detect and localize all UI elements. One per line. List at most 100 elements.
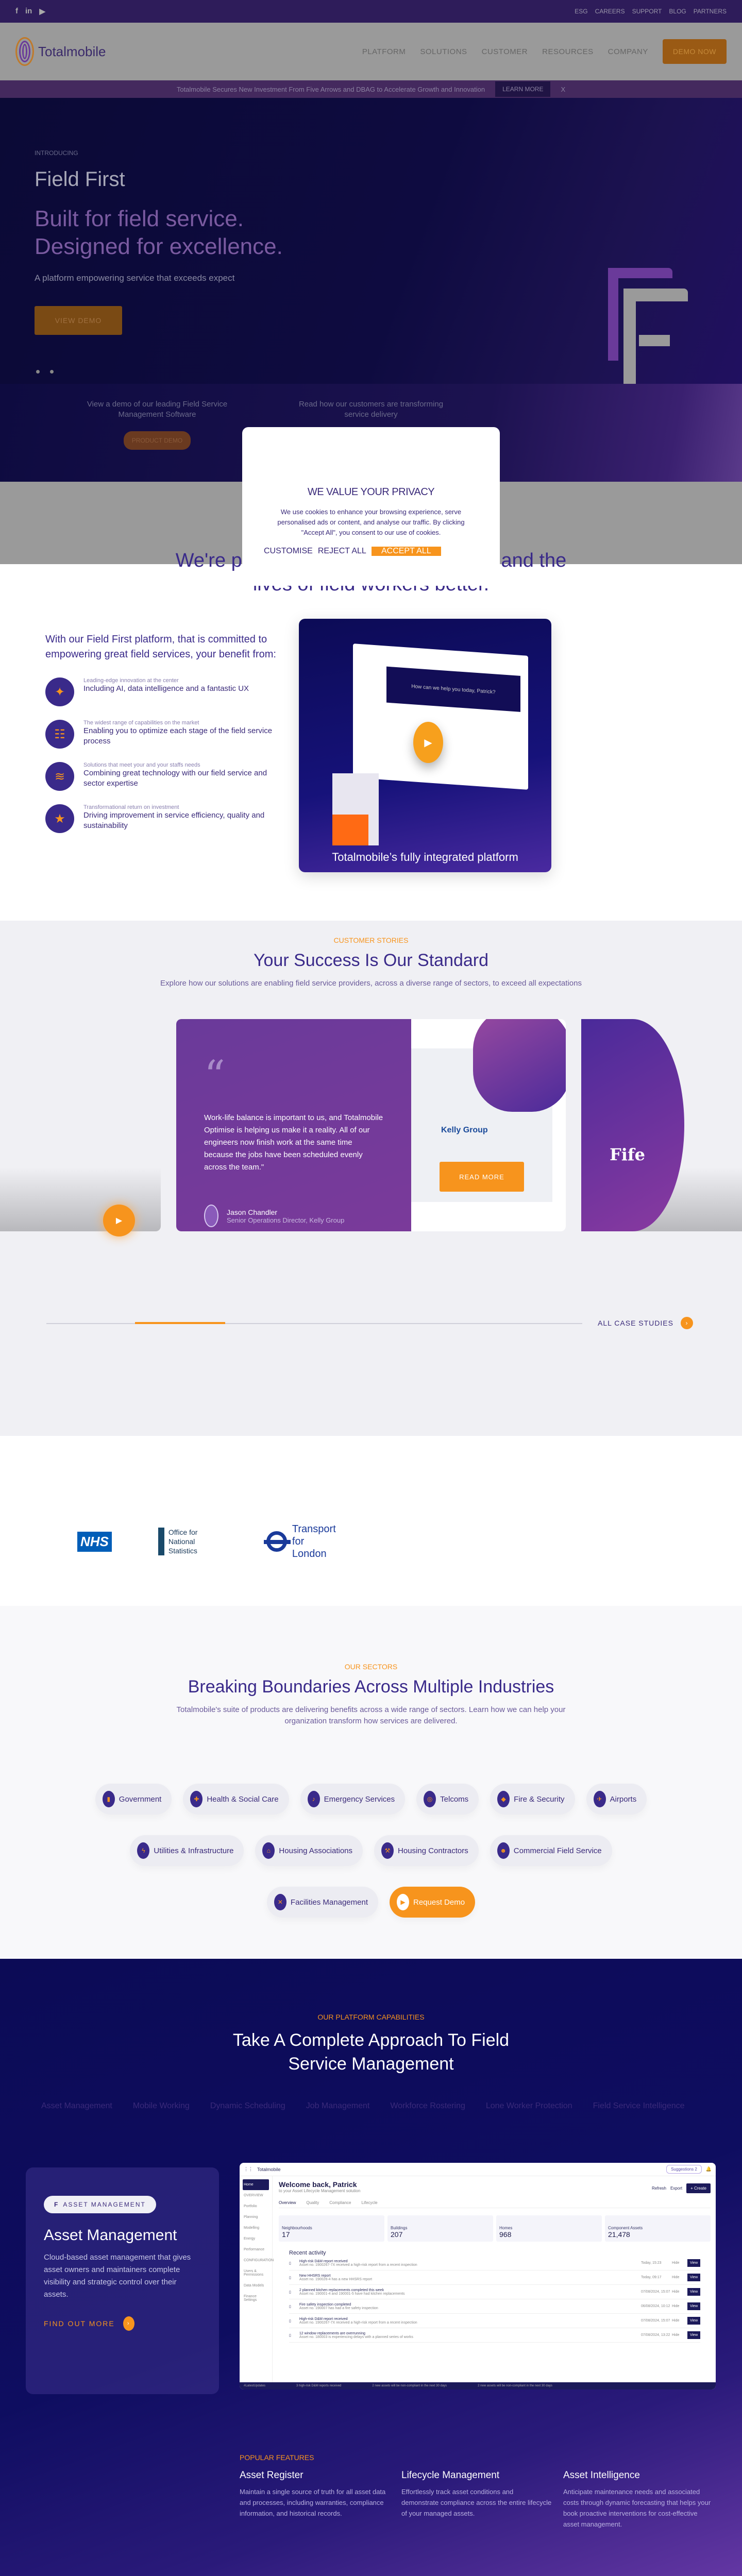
cookie-title: WE VALUE YOUR PRIVACY	[307, 486, 435, 498]
stories-title: Your Success Is Our Standard	[253, 951, 489, 970]
play-icon: ▶	[397, 1894, 409, 1910]
nav-platform[interactable]: PLATFORM	[362, 47, 406, 56]
wrench-icon: ⚒	[381, 1842, 394, 1859]
main-nav: Totalmobile PLATFORM SOLUTIONS CUSTOMER …	[0, 23, 742, 80]
sector-facilities[interactable]: ✕Facilities Management	[266, 1887, 378, 1918]
logo-mark-icon	[15, 37, 34, 66]
sector-health[interactable]: ✚Health & Social Care	[183, 1784, 289, 1815]
layers-icon: ≋	[45, 762, 74, 791]
view-demo-button[interactable]: VIEW DEMO	[35, 306, 122, 335]
f-icon: F	[54, 2201, 59, 2208]
request-demo-button[interactable]: ▶Request Demo	[390, 1887, 476, 1918]
shield-icon: ◆	[497, 1791, 510, 1807]
nav-resources[interactable]: RESOURCES	[542, 47, 594, 56]
play-icon[interactable]: ▶	[413, 722, 443, 763]
nav-solutions[interactable]: SOLUTIONS	[420, 47, 467, 56]
tab-mobile-working[interactable]: Mobile Working	[132, 2102, 190, 2110]
facebook-icon[interactable]: f	[15, 7, 18, 15]
tab-lone-worker[interactable]: Lone Worker Protection	[485, 2102, 572, 2110]
illustration-person	[332, 773, 379, 845]
product-demo-button[interactable]: PRODUCT DEMO	[123, 431, 191, 450]
stories-eyebrow: CUSTOMER STORIES	[333, 936, 409, 944]
nhs-logo: NHS	[77, 1531, 112, 1552]
youtube-icon[interactable]: ▶	[39, 7, 45, 16]
sector-emergency[interactable]: ♪Emergency Services	[300, 1784, 406, 1815]
learn-more-button[interactable]: LEARN MORE	[495, 81, 551, 97]
link-blog[interactable]: BLOG	[669, 8, 686, 15]
carousel-dots	[36, 370, 54, 374]
previous-slide	[0, 1019, 161, 1231]
hero-headline: Built for field service. Designed for ex…	[35, 206, 283, 259]
carousel-dot-2[interactable]	[50, 370, 54, 374]
next-slide[interactable]: Fife	[581, 1019, 742, 1231]
benefits-intro: With our Field First platform, that is c…	[45, 634, 276, 660]
hero-subtext: A platform empowering service that excee…	[35, 273, 235, 283]
nav-company[interactable]: COMPANY	[608, 47, 648, 56]
sector-telcoms[interactable]: ◎Telcoms	[416, 1784, 479, 1815]
chevron-right-icon: ›	[123, 2316, 134, 2331]
nav-customer[interactable]: CUSTOMER	[481, 47, 528, 56]
sector-airports[interactable]: ✈Airports	[586, 1784, 647, 1815]
link-careers[interactable]: CAREERS	[595, 8, 625, 15]
house-icon: ⌂	[262, 1842, 275, 1859]
carousel-dot-1[interactable]	[36, 370, 40, 374]
stories-subtitle: Explore how our solutions are enabling f…	[160, 979, 582, 988]
tab-dynamic-scheduling[interactable]: Dynamic Scheduling	[210, 2102, 285, 2110]
benefit-item: ≋Solutions that meet your and your staff…	[45, 762, 277, 791]
reject-all-button[interactable]: REJECT ALL	[317, 547, 366, 555]
sectors-eyebrow: OUR SECTORS	[344, 1663, 398, 1671]
read-more-button[interactable]: READ MORE	[440, 1162, 524, 1192]
client-logos: NHS Office for National Statistics Trans…	[0, 1436, 742, 1606]
all-case-studies-link[interactable]: ALL CASE STUDIES›	[598, 1317, 693, 1329]
close-icon[interactable]: X	[561, 85, 566, 93]
find-out-more-link[interactable]: FIND OUT MORE›	[44, 2316, 201, 2331]
sector-housing-associations[interactable]: ⌂Housing Associations	[255, 1835, 363, 1866]
sector-fire-security[interactable]: ◆Fire & Security	[490, 1784, 575, 1815]
link-partners[interactable]: PARTNERS	[693, 8, 727, 15]
capability-tabs: Asset Management Mobile Working Dynamic …	[0, 2102, 742, 2111]
sector-housing-contractors[interactable]: ⚒Housing Contractors	[374, 1835, 479, 1866]
accept-all-button[interactable]: ACCEPT ALL	[371, 547, 441, 556]
field-first-f-logo-icon	[608, 268, 696, 384]
carousel-progress	[46, 1322, 582, 1324]
social-links: f in ▶	[15, 7, 45, 16]
antenna-icon: ◎	[424, 1791, 436, 1807]
customise-button[interactable]: CUSTOMISE	[264, 547, 313, 555]
utility-links: ESG CAREERS SUPPORT BLOG PARTNERS	[575, 8, 727, 15]
platform-video[interactable]: How can we help you today, Patrick? ▶ To…	[299, 619, 551, 872]
tab-fs-intelligence[interactable]: Field Service Intelligence	[593, 2102, 685, 2110]
hero-section: INTRODUCING Field First Built for field …	[0, 98, 742, 384]
kelly-group-logo: Kelly Group	[441, 1126, 488, 1134]
capability-body: Cloud-based asset management that gives …	[44, 2253, 191, 2299]
demo-now-button[interactable]: DEMO NOW	[662, 39, 727, 64]
platform-title: Take A Complete Approach To Field Servic…	[232, 2030, 510, 2074]
sector-government[interactable]: ▮Government	[95, 1784, 172, 1815]
sectors-subtitle: Totalmobile's suite of products are deli…	[176, 1705, 566, 1725]
sector-commercial[interactable]: ☻Commercial Field Service	[490, 1835, 612, 1866]
story-card: “ Work-life balance is important to us, …	[176, 1019, 566, 1231]
fife-council-logo: Fife	[581, 1019, 684, 1231]
plane-icon: ✈	[593, 1791, 606, 1807]
video-caption: Totalmobile’s fully integrated platform	[332, 851, 518, 863]
ons-logo: Office for National Statistics	[158, 1528, 220, 1555]
linkedin-icon[interactable]: in	[25, 7, 32, 15]
brand-logo[interactable]: Totalmobile	[15, 37, 106, 66]
tab-job-management[interactable]: Job Management	[306, 2102, 370, 2110]
link-esg[interactable]: ESG	[575, 8, 588, 15]
product-demo-cta: View a demo of our leading Field Service…	[82, 399, 232, 450]
tab-workforce-rostering[interactable]: Workforce Rostering	[390, 2102, 465, 2110]
roundel-icon	[263, 1531, 291, 1552]
link-support[interactable]: SUPPORT	[632, 8, 662, 15]
testimonial: “ Work-life balance is important to us, …	[176, 1019, 411, 1231]
capability-title: Asset Management	[44, 2227, 177, 2244]
carousel-next-icon[interactable]: ▶	[103, 1205, 135, 1236]
tab-asset-management[interactable]: Asset Management	[41, 2102, 112, 2110]
benefits-section: With our Field First platform, that is c…	[0, 612, 742, 921]
